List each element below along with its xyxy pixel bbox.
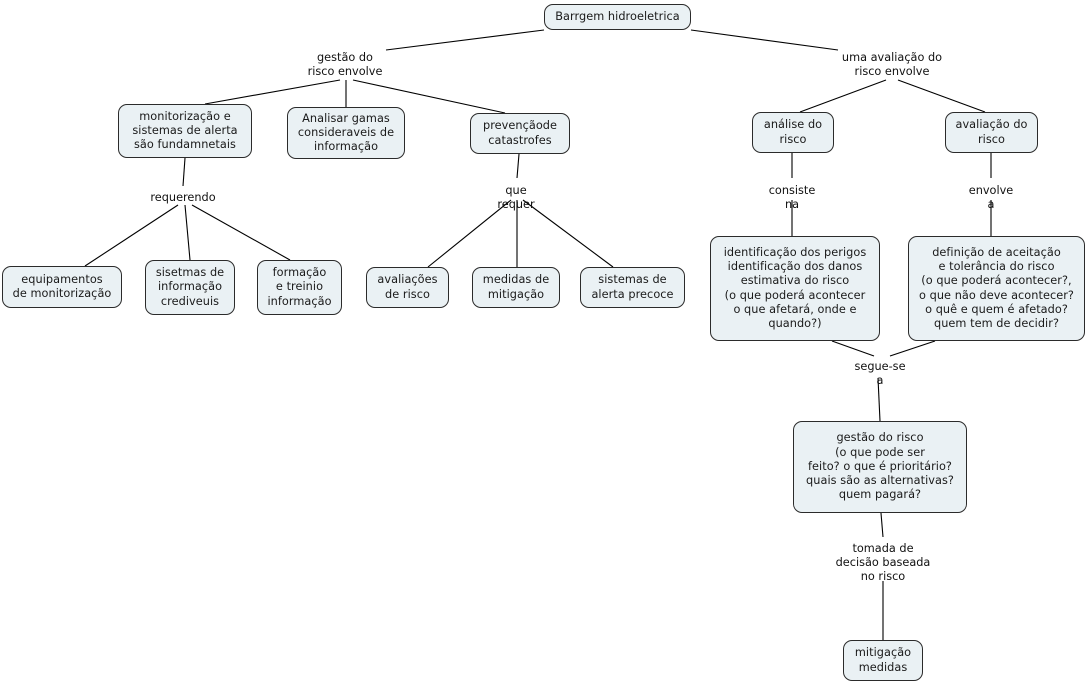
edge-root-to-avaliacao-label bbox=[690, 29, 839, 51]
edge-requerendo-to-sisetmas bbox=[184, 204, 191, 261]
node-root[interactable]: Barrgem hidroeletrica bbox=[544, 4, 691, 30]
edge-gestao-label-to-monitorizacao bbox=[204, 79, 341, 105]
edge-label-gestao-risco-envolve: gestão do risco envolve bbox=[307, 51, 383, 79]
edge-label-tomada-decisao: tomada de decisão baseada no risco bbox=[835, 542, 931, 584]
edge-root-to-gestao-label bbox=[385, 29, 545, 51]
node-analise[interactable]: análise do risco bbox=[752, 112, 834, 153]
edge-requerendo-to-formacao bbox=[191, 204, 291, 261]
node-formacao[interactable]: formação e treinio informação bbox=[257, 260, 342, 315]
node-prevencao[interactable]: prevençãode catastrofes bbox=[470, 113, 570, 154]
edge-definicao-to-segue bbox=[889, 340, 936, 357]
node-definicao[interactable]: definição de aceitação e tolerância do r… bbox=[908, 236, 1085, 341]
node-sistemas[interactable]: sistemas de alerta precoce bbox=[580, 267, 685, 308]
edge-label-envolve-a: envolve a bbox=[968, 184, 1014, 212]
node-sisetmas[interactable]: sisetmas de informação crediveuis bbox=[145, 260, 235, 315]
node-identificacao[interactable]: identificação dos perigos identificação … bbox=[710, 236, 880, 341]
edge-prevencao-to-querequer bbox=[516, 153, 520, 179]
edge-querequer-to-sistemas bbox=[522, 199, 614, 268]
edge-requerendo-to-equipamentos bbox=[84, 204, 179, 267]
edge-avaliacao-label-to-avaliacao bbox=[897, 79, 986, 113]
node-analisar[interactable]: Analisar gamas consideraveis de informaç… bbox=[287, 107, 405, 159]
node-gestao[interactable]: gestão do risco (o que pode ser feito? o… bbox=[793, 421, 967, 513]
edge-gestao-to-tomada bbox=[880, 512, 884, 538]
node-mitigacao[interactable]: mitigação medidas bbox=[843, 640, 923, 681]
edge-label-que-requer: que requer bbox=[497, 184, 535, 212]
edge-label-segue-se-a: segue-se a bbox=[854, 360, 906, 388]
edge-monitorizacao-to-requerendo bbox=[182, 157, 186, 187]
node-equipamentos[interactable]: equipamentos de monitorização bbox=[2, 266, 122, 308]
node-avaliacoes[interactable]: avaliações de risco bbox=[366, 267, 449, 308]
node-medidas[interactable]: medidas de mitigação bbox=[472, 267, 560, 308]
edge-avaliacao-label-to-analise bbox=[799, 79, 887, 113]
edge-label-consiste-na: consiste na bbox=[768, 184, 816, 212]
node-monitorizacao[interactable]: monitorização e sistemas de alerta são f… bbox=[118, 104, 252, 158]
edge-label-requerendo: requerendo bbox=[150, 191, 216, 204]
edge-identificacao-to-segue bbox=[831, 340, 875, 357]
edge-label-uma-avaliacao: uma avaliação do risco envolve bbox=[841, 51, 943, 79]
node-avaliacao[interactable]: avaliação do risco bbox=[945, 112, 1038, 153]
